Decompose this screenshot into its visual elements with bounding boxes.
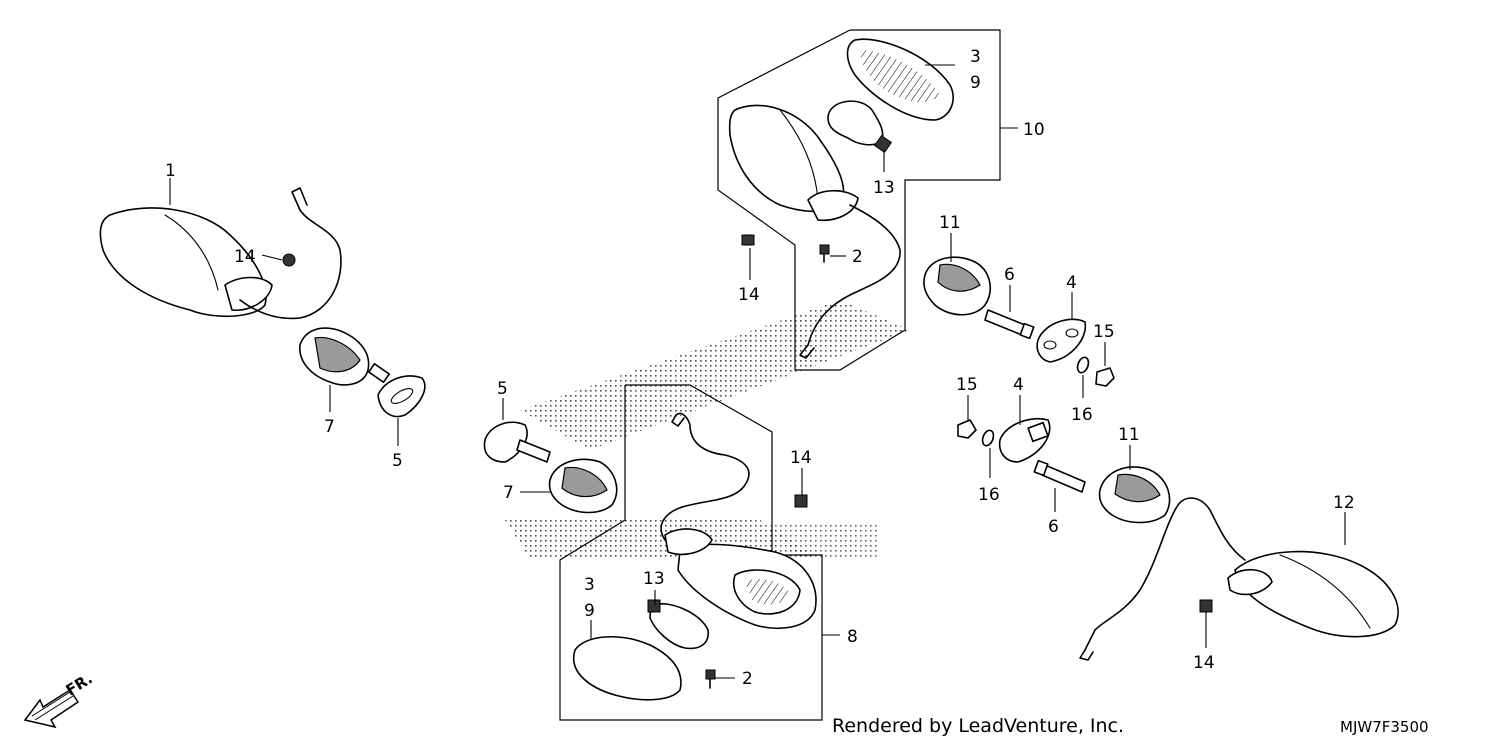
callout-16: 16: [1071, 405, 1093, 425]
lower-lens[interactable]: [572, 636, 682, 701]
callout-9: 9: [584, 601, 595, 621]
callout-7: 7: [503, 483, 514, 503]
callout-12: 12: [1333, 493, 1355, 513]
callout-3: 3: [970, 47, 981, 67]
callout-14: 14: [790, 448, 812, 468]
bolt-upper[interactable]: [984, 309, 1035, 340]
callout-4: 4: [1013, 375, 1024, 395]
callout-4: 4: [1066, 273, 1077, 293]
rubber-mount-middle[interactable]: [548, 458, 618, 514]
callout-11: 11: [939, 213, 961, 233]
dotted-stay-shadow: [505, 300, 910, 560]
dashed-box-lower: [559, 384, 823, 721]
callout-5: 5: [497, 379, 508, 399]
callout-9: 9: [970, 73, 981, 93]
callout-13: 13: [873, 178, 895, 198]
callout-7: 7: [324, 417, 335, 437]
callout-14: 14: [234, 247, 256, 267]
callout-1: 1: [165, 161, 176, 181]
callout-15: 15: [956, 375, 978, 395]
callout-14: 14: [738, 285, 760, 305]
upper-screws[interactable]: [741, 234, 830, 263]
right-rear-winker-assembly[interactable]: [1079, 497, 1399, 661]
callout-8: 8: [847, 627, 858, 647]
diagram-code: MJW7F3500: [1340, 718, 1429, 736]
washer-lower[interactable]: [981, 429, 996, 447]
dashed-box-upper: [717, 29, 1001, 371]
callout-2: 2: [852, 247, 863, 267]
plate-upper[interactable]: [1036, 318, 1087, 363]
upper-lens[interactable]: [846, 38, 954, 121]
callout-6: 6: [1048, 517, 1059, 537]
callout-14: 14: [1193, 653, 1215, 673]
nut-upper[interactable]: [1095, 367, 1115, 387]
lower-screws[interactable]: [705, 494, 808, 689]
nut-lower[interactable]: [957, 419, 977, 439]
callout-2: 2: [742, 669, 753, 689]
bolt-lower[interactable]: [1033, 459, 1086, 493]
callout-6: 6: [1004, 265, 1015, 285]
washer-upper[interactable]: [1076, 356, 1091, 374]
render-credit: Rendered by LeadVenture, Inc.: [832, 715, 1124, 737]
callout-3: 3: [584, 575, 595, 595]
callout-13: 13: [643, 569, 665, 589]
front-direction-arrow-icon: FR.: [23, 669, 96, 729]
upper-bulb[interactable]: [827, 100, 893, 154]
callout-5: 5: [392, 451, 403, 471]
left-winker-assembly[interactable]: [99, 187, 342, 320]
rubber-mount-upper[interactable]: [923, 256, 991, 316]
stay-plate-middle[interactable]: [483, 421, 551, 463]
callout-11: 11: [1118, 425, 1140, 445]
plate-lower[interactable]: [998, 418, 1051, 463]
callout-10: 10: [1023, 120, 1045, 140]
callout-16: 16: [978, 485, 1000, 505]
callout-15: 15: [1093, 322, 1115, 342]
rubber-mount-lower[interactable]: [1098, 466, 1171, 524]
leader-lines: [169, 64, 1346, 679]
stay-plate-left[interactable]: [367, 362, 426, 418]
rubber-mount-left[interactable]: [299, 327, 370, 386]
lower-bulb[interactable]: [647, 599, 709, 650]
callout-labels: 1 14 7 5 3 9 10 13 14 2 11 6 4 15 16 5 7…: [165, 47, 1355, 689]
lower-winker-body[interactable]: [660, 412, 817, 630]
upper-winker-body[interactable]: [728, 104, 901, 359]
